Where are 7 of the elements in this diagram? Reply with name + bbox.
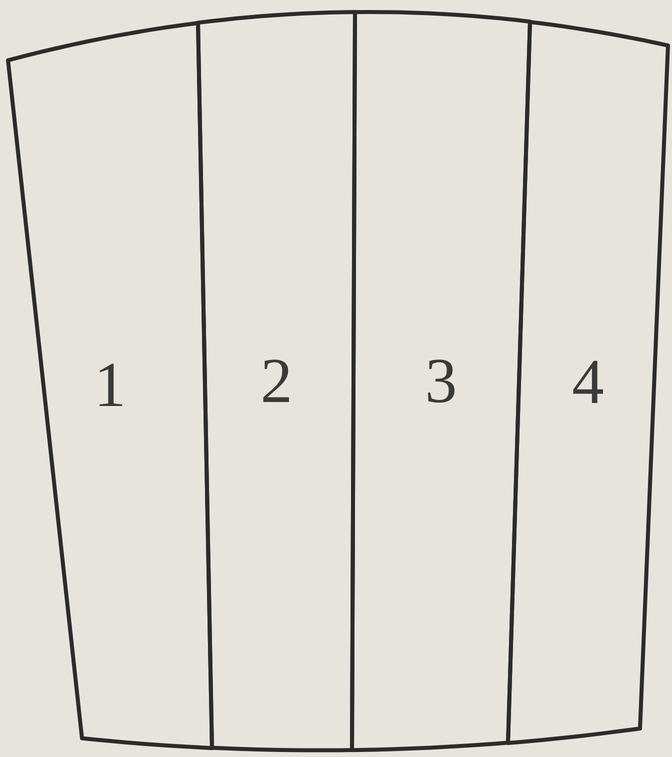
panel-section xyxy=(349,8,533,754)
section-number: 1 xyxy=(94,353,126,418)
section-number: 4 xyxy=(572,350,604,414)
section-number: 2 xyxy=(260,349,292,414)
panel-section xyxy=(195,9,358,754)
panel-section xyxy=(505,18,671,746)
section-number: 3 xyxy=(425,348,457,413)
